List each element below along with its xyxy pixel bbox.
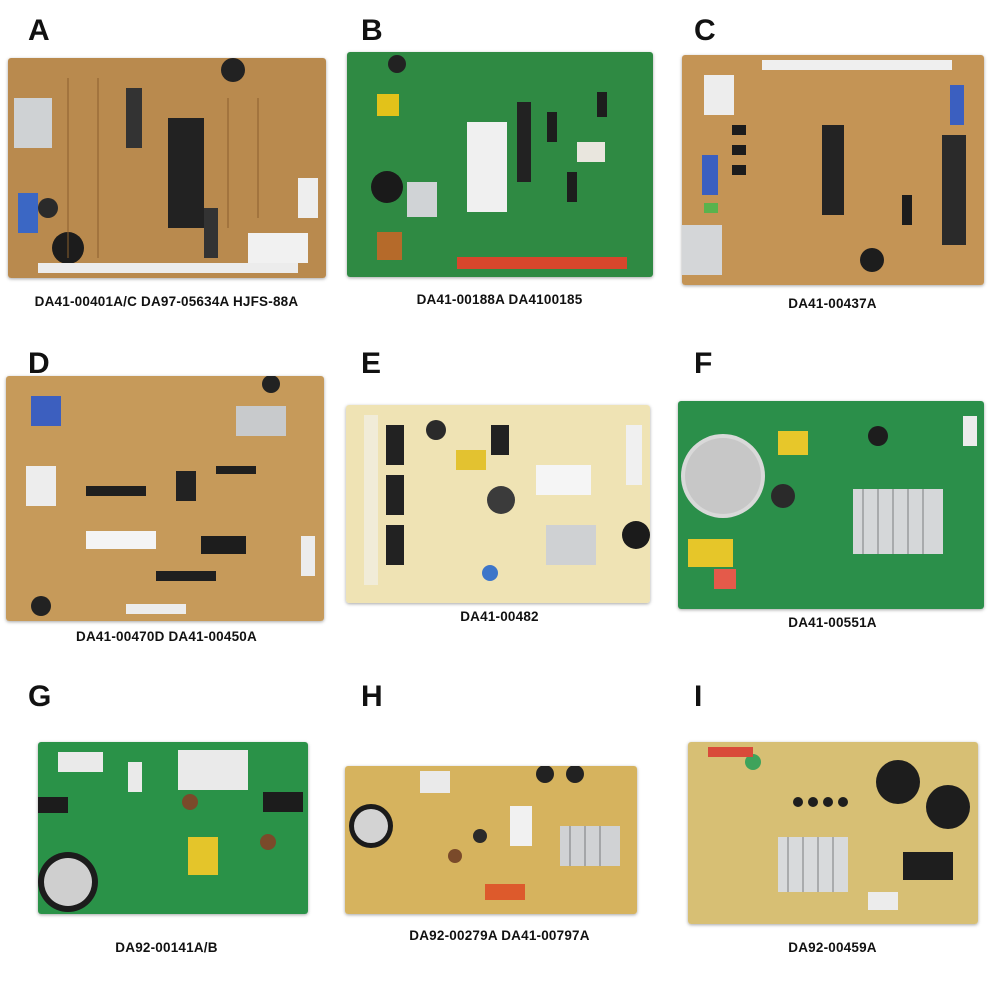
panel-g: G DA92-00141A/B [0, 666, 333, 999]
part-number-caption: DA41-00551A [788, 615, 877, 630]
part-number-caption: DA41-00482 [460, 609, 539, 624]
part-number-caption: DA92-00141A/B [115, 940, 218, 955]
circuit-board-image [38, 742, 308, 914]
part-number-caption: DA92-00279A DA41-00797A [409, 928, 590, 943]
circuit-board-image [346, 405, 650, 603]
panel-letter: G [28, 680, 52, 713]
panel-letter: F [694, 347, 713, 380]
circuit-board-image [347, 52, 653, 277]
panel-i: I DA92-00459A [666, 666, 999, 999]
circuit-board-image [6, 376, 324, 621]
panel-a: A DA41-00401A/C DA97-05634A HJFS-88A [0, 0, 333, 333]
circuit-board-image [682, 55, 984, 285]
circuit-board-image [345, 766, 637, 914]
panel-f: F DA41-00551A [666, 333, 999, 666]
circuit-board-graphic [347, 52, 653, 277]
panel-letter: E [361, 347, 382, 380]
part-number-caption: DA41-00437A [788, 296, 877, 311]
panel-letter: B [361, 14, 383, 47]
circuit-board-graphic [6, 376, 324, 621]
circuit-board-graphic [682, 55, 984, 285]
panel-letter: C [694, 14, 716, 47]
part-number-caption: DA41-00188A DA4100185 [416, 292, 583, 307]
panel-c: C DA41-00437A [666, 0, 999, 333]
panel-b: B DA41-00188A DA4100185 [333, 0, 666, 333]
circuit-board-graphic [346, 405, 650, 603]
panel-d: D DA41-00470D DA41-00450A [0, 333, 333, 666]
panel-letter: A [28, 14, 50, 47]
panel-letter: H [361, 680, 383, 713]
panel-letter: D [28, 347, 50, 380]
circuit-board-graphic [8, 58, 326, 278]
circuit-board-graphic [678, 401, 984, 609]
part-number-caption: DA41-00401A/C DA97-05634A HJFS-88A [34, 294, 299, 309]
panel-e: E DA41-00482 [333, 333, 666, 666]
circuit-board-image [8, 58, 326, 278]
circuit-board-image [678, 401, 984, 609]
circuit-board-graphic [345, 766, 637, 914]
panel-letter: I [694, 680, 703, 713]
circuit-board-image [688, 742, 978, 924]
panel-h: H DA92-00279A DA41-00797A [333, 666, 666, 999]
circuit-board-graphic [38, 742, 308, 914]
part-number-caption: DA41-00470D DA41-00450A [76, 629, 257, 644]
part-number-caption: DA92-00459A [788, 940, 877, 955]
circuit-board-graphic [688, 742, 978, 924]
